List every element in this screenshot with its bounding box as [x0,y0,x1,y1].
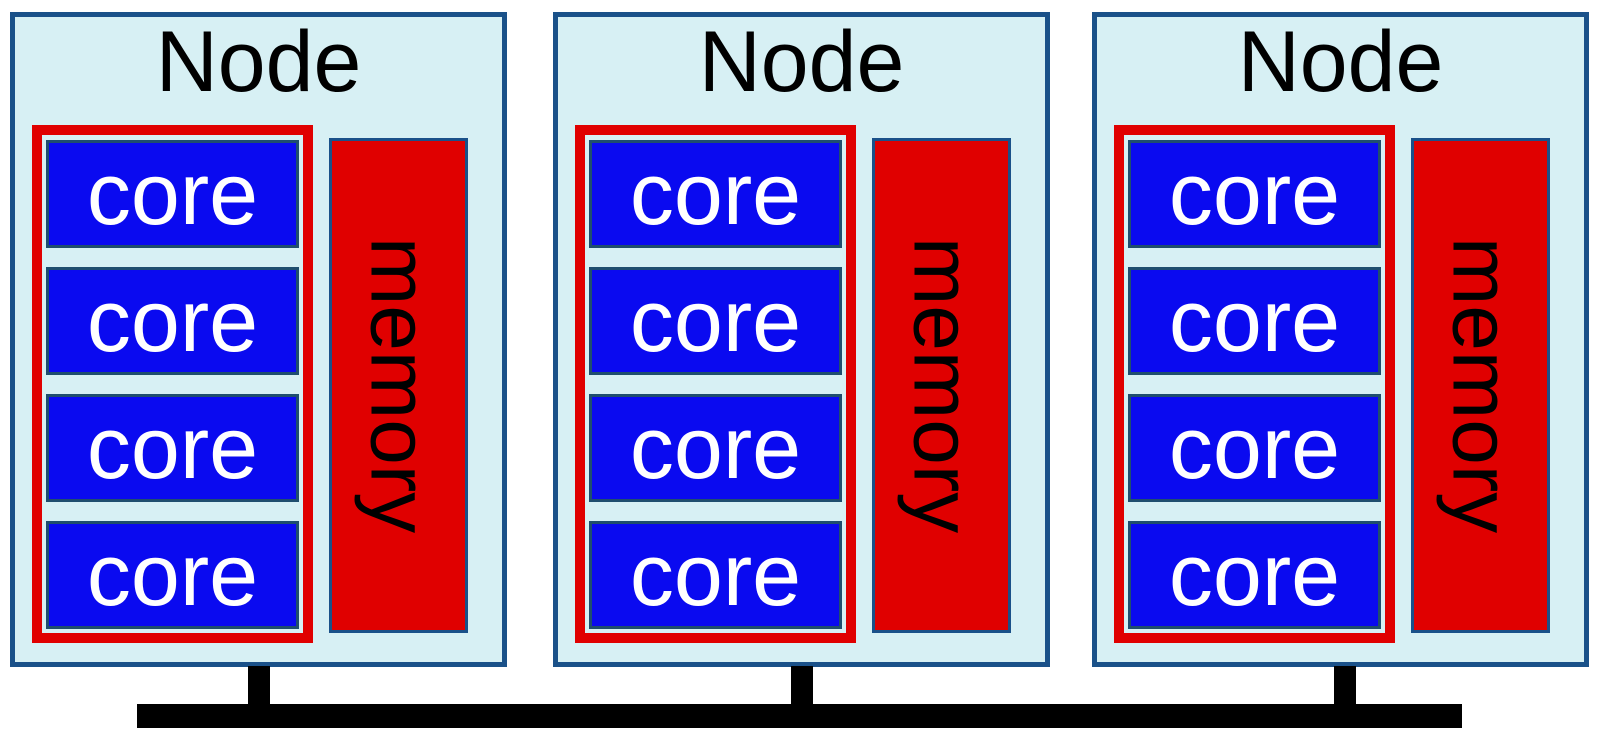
core-block: core [589,394,842,502]
bus-connector-stub [1334,666,1356,710]
node-box-1: Node core core core core memory [10,12,507,667]
cpu-cores-frame: core core core core [1114,125,1395,643]
memory-label: memory [353,237,445,534]
node-box-2: Node core core core core memory [553,12,1050,667]
memory-block: memory [872,138,1011,633]
core-block: core [46,140,299,248]
memory-block: memory [1411,138,1550,633]
node-title: Node [1237,14,1444,110]
bus-connector-stub [791,666,813,710]
core-block: core [1128,140,1381,248]
node-title: Node [698,14,905,110]
core-block: core [46,394,299,502]
core-block: core [589,267,842,375]
core-block: core [46,267,299,375]
cpu-cores-frame: core core core core [575,125,856,643]
core-block: core [1128,267,1381,375]
core-block: core [589,521,842,629]
memory-label: memory [1435,237,1527,534]
interconnect-bus [137,704,1462,728]
node-title: Node [155,14,362,110]
core-block: core [46,521,299,629]
memory-label: memory [896,237,988,534]
node-box-3: Node core core core core memory [1092,12,1589,667]
core-block: core [589,140,842,248]
cpu-cores-frame: core core core core [32,125,313,643]
core-block: core [1128,394,1381,502]
memory-block: memory [329,138,468,633]
core-block: core [1128,521,1381,629]
bus-connector-stub [248,666,270,710]
